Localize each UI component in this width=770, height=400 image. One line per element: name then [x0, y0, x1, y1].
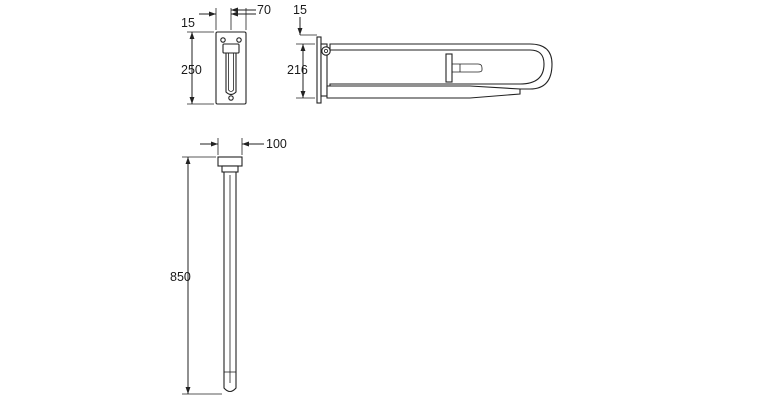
top-length-label: 850: [170, 270, 191, 284]
side-offset-label: 15: [293, 3, 307, 17]
front-offset-label: 15: [181, 16, 195, 30]
pivot: [321, 46, 331, 56]
front-depth-label: 70: [257, 3, 271, 17]
screw-top-right: [236, 37, 242, 43]
front-height-label: 250: [181, 63, 202, 77]
side-height-label: 216: [287, 63, 308, 77]
top-flange: [217, 156, 243, 167]
side-view: 15 216: [287, 3, 553, 104]
screw-bottom: [228, 95, 234, 101]
top-width-label: 100: [266, 137, 287, 151]
upper-rail: [329, 43, 553, 90]
front-view: 15 70 250: [181, 3, 271, 105]
screw-top-left: [220, 37, 226, 43]
top-view: 100 850: [170, 137, 287, 395]
paper-holder: [445, 53, 453, 83]
side-flange: [316, 36, 322, 104]
